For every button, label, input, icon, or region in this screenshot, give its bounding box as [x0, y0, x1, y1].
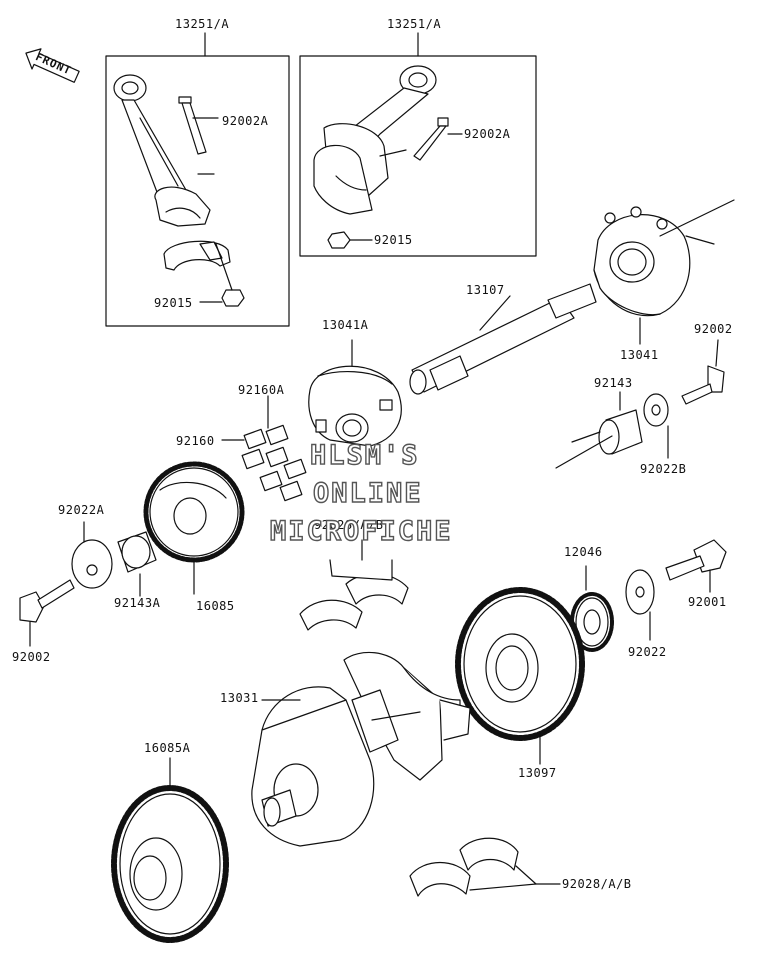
part-label-92022b: 92022B — [640, 462, 687, 476]
leader-13041-right — [571, 431, 601, 443]
gear-16085a — [111, 757, 229, 943]
front-arrow-icon — [25, 48, 80, 83]
bearing-92028-top — [299, 539, 409, 631]
part-label-92022: 92022 — [628, 645, 667, 659]
part-label-16085: 16085 — [196, 599, 235, 613]
crankshaft-13031 — [251, 651, 471, 847]
part-label-13097: 13097 — [518, 766, 557, 780]
part-label-92002-top: 92002 — [694, 322, 733, 336]
bolt-92002a-right — [413, 117, 463, 161]
part-label-92028-top: 92028/A/B — [314, 518, 384, 532]
part-label-92022a: 92022A — [58, 503, 105, 517]
nut-92015-right — [327, 231, 373, 249]
watermark-line-2: ONLINE — [312, 477, 423, 509]
part-label-13041a: 13041A — [322, 318, 369, 332]
part-label-92160: 92160 — [176, 434, 215, 448]
bolt-92002a-left — [178, 96, 219, 155]
part-label-92002a-right: 92002A — [464, 127, 511, 141]
part-label-13031: 13031 — [220, 691, 259, 705]
watermark-line-1: HLSM'S — [309, 439, 420, 471]
part-label-92143-right: 92143 — [594, 376, 633, 390]
bolt-92002-left — [19, 579, 75, 647]
gear-16085 — [143, 461, 245, 595]
bolt-92001 — [665, 539, 727, 593]
part-label-13041: 13041 — [620, 348, 659, 362]
washer-92022 — [625, 569, 655, 641]
damper-13041a — [308, 339, 402, 447]
connecting-rod-left — [113, 74, 231, 271]
part-label-92015-left: 92015 — [154, 296, 193, 310]
part-label-13107: 13107 — [466, 283, 505, 297]
gear-13097 — [455, 587, 585, 765]
collar-92143a — [117, 531, 157, 597]
connecting-rod-box-left — [105, 32, 290, 327]
part-label-12046: 12046 — [564, 545, 603, 559]
connecting-rod-box-right — [299, 32, 537, 257]
washer-92022a — [71, 521, 113, 589]
nut-92015-left — [199, 243, 245, 307]
shaft-13107 — [409, 283, 597, 395]
part-label-92002a-left: 92002A — [222, 114, 269, 128]
part-label-13251a-left: 13251/A — [175, 17, 230, 31]
part-label-92028-bottom: 92028/A/B — [562, 877, 632, 891]
part-label-92143a: 92143A — [114, 596, 161, 610]
connecting-rod-right — [313, 65, 437, 215]
washer-92022b — [643, 393, 669, 459]
watermark-line-3: MICROFICHE — [269, 515, 453, 547]
collar-92143 — [598, 391, 643, 455]
part-label-16085a: 16085A — [144, 741, 191, 755]
part-label-92002-left: 92002 — [12, 650, 51, 664]
part-label-92015-right: 92015 — [374, 233, 413, 247]
rubber-damper-set-92160 — [221, 395, 307, 502]
leader-92143-right — [555, 435, 613, 469]
part-label-13251a-right: 13251/A — [387, 17, 442, 31]
bearing-92028-bottom — [409, 837, 561, 897]
coupling-13041 — [593, 199, 735, 345]
bolt-92002-top — [681, 339, 725, 405]
part-label-92001: 92001 — [688, 595, 727, 609]
part-label-92160a: 92160A — [238, 383, 285, 397]
